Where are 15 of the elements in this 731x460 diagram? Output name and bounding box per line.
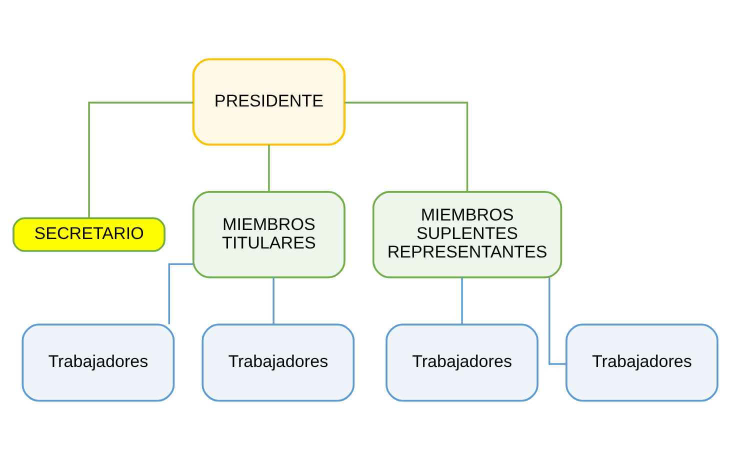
connector [268,144,270,192]
node-box: SECRETARIO [12,217,166,252]
node-box: Trabajadores [202,324,355,402]
connector [88,102,194,218]
node-box: Trabajadores [22,324,175,402]
node-box: Trabajadores [386,324,538,402]
node-box: Trabajadores [566,324,718,402]
node-box: MIEMBROS SUPLENTES REPRESENTANTES [372,191,562,278]
connector [344,102,468,192]
connector [461,278,463,324]
connector [548,277,566,365]
node-box: MIEMBROS TITULARES [192,191,346,278]
connector [168,263,194,324]
node-box: PRESIDENTE [192,58,346,146]
connector [272,278,274,324]
